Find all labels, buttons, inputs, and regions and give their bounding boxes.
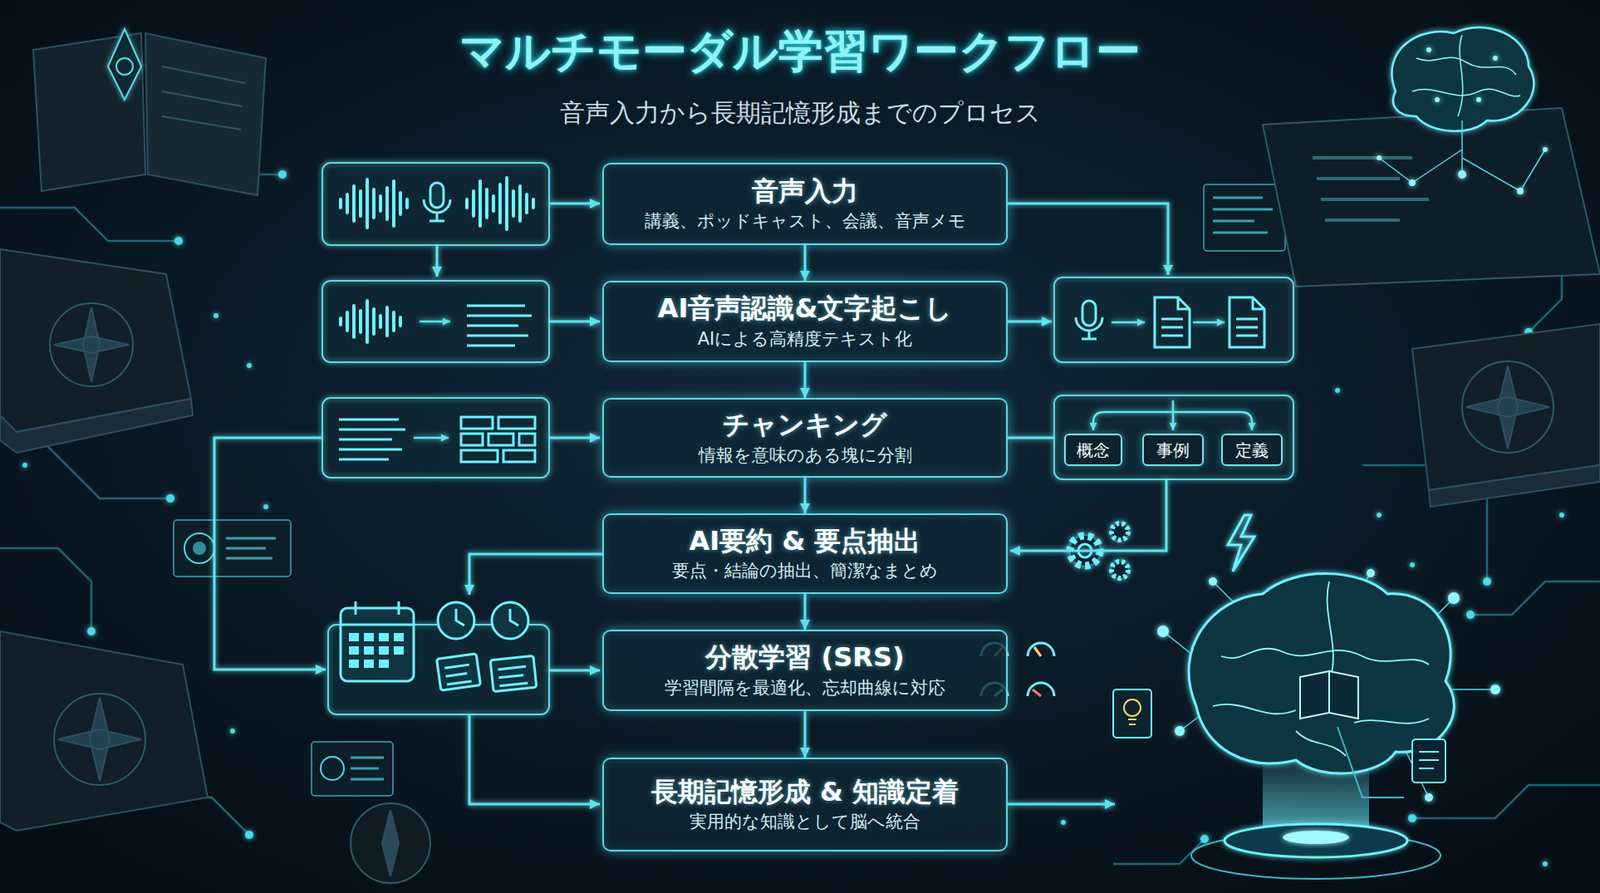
- process-box: チャンキング情報を意味のある塊に分割: [602, 397, 1008, 478]
- box-heading: AI要約 & 要点抽出: [689, 525, 922, 557]
- category-box: 概念: [1064, 433, 1123, 467]
- lightning-icon: [1227, 515, 1255, 572]
- box-heading: 事例: [1156, 440, 1190, 461]
- box-heading: 概念: [1076, 440, 1110, 461]
- flow-arrow: [804, 711, 807, 758]
- box-heading: 音声入力: [751, 175, 859, 207]
- flow-arrow: [804, 362, 807, 398]
- box-heading: 長期記憶形成 & 知識定着: [651, 775, 959, 808]
- category-box: 定義: [1221, 433, 1283, 467]
- box-heading: チャンキング: [722, 408, 888, 441]
- flow-arrows: [214, 203, 1252, 805]
- brain-network-top: [1262, 24, 1600, 287]
- box-description: 講義、ポッドキャスト、会議、音声メモ: [644, 210, 967, 233]
- flow-arrow: [804, 593, 807, 630]
- box-description: 情報を意味のある塊に分割: [698, 444, 913, 467]
- process-box: 分散学習 (SRS) 学習間隔を最適化、忘却曲線に対応: [602, 629, 1008, 712]
- book-illustrations: [0, 29, 1600, 884]
- process-box: AI要約 & 要点抽出要点・結論の抽出、簡潔なまとめ: [602, 513, 1008, 594]
- box-description: AIによる高精度テキスト化: [697, 328, 913, 351]
- box-description: 実用的な知識として脳へ統合: [689, 810, 921, 834]
- box-heading: AI音声認識&文字起こし: [657, 292, 953, 324]
- page-title: マルチモーダル学習ワークフロー: [0, 21, 1600, 83]
- brain-illustration: [1113, 569, 1501, 879]
- flow-arrow: [804, 477, 807, 514]
- screen-panels: [173, 184, 1286, 796]
- box-heading: 分散学習 (SRS): [705, 641, 904, 673]
- waveform-icons: [340, 177, 534, 343]
- page-subtitle: 音声入力から長期記憶形成までのプロセス: [0, 96, 1600, 131]
- process-box: AI音声認識&文字起こし AIによる高精度テキスト化: [602, 280, 1008, 363]
- process-box: 長期記憶形成 & 知識定着実用的な知識として脳へ統合: [602, 757, 1008, 852]
- schedule-icons: [340, 601, 537, 693]
- box-description: 学習間隔を最適化、忘却曲線に対応: [664, 677, 946, 700]
- category-box: 事例: [1142, 433, 1204, 467]
- box-heading: 定義: [1235, 440, 1269, 461]
- flow-arrow: [804, 245, 807, 281]
- process-box: 音声入力講義、ポッドキャスト、会議、音声メモ: [602, 162, 1008, 246]
- box-description: 要点・結論の抽出、簡潔なまとめ: [672, 559, 938, 583]
- icon-boxes: [322, 162, 1294, 715]
